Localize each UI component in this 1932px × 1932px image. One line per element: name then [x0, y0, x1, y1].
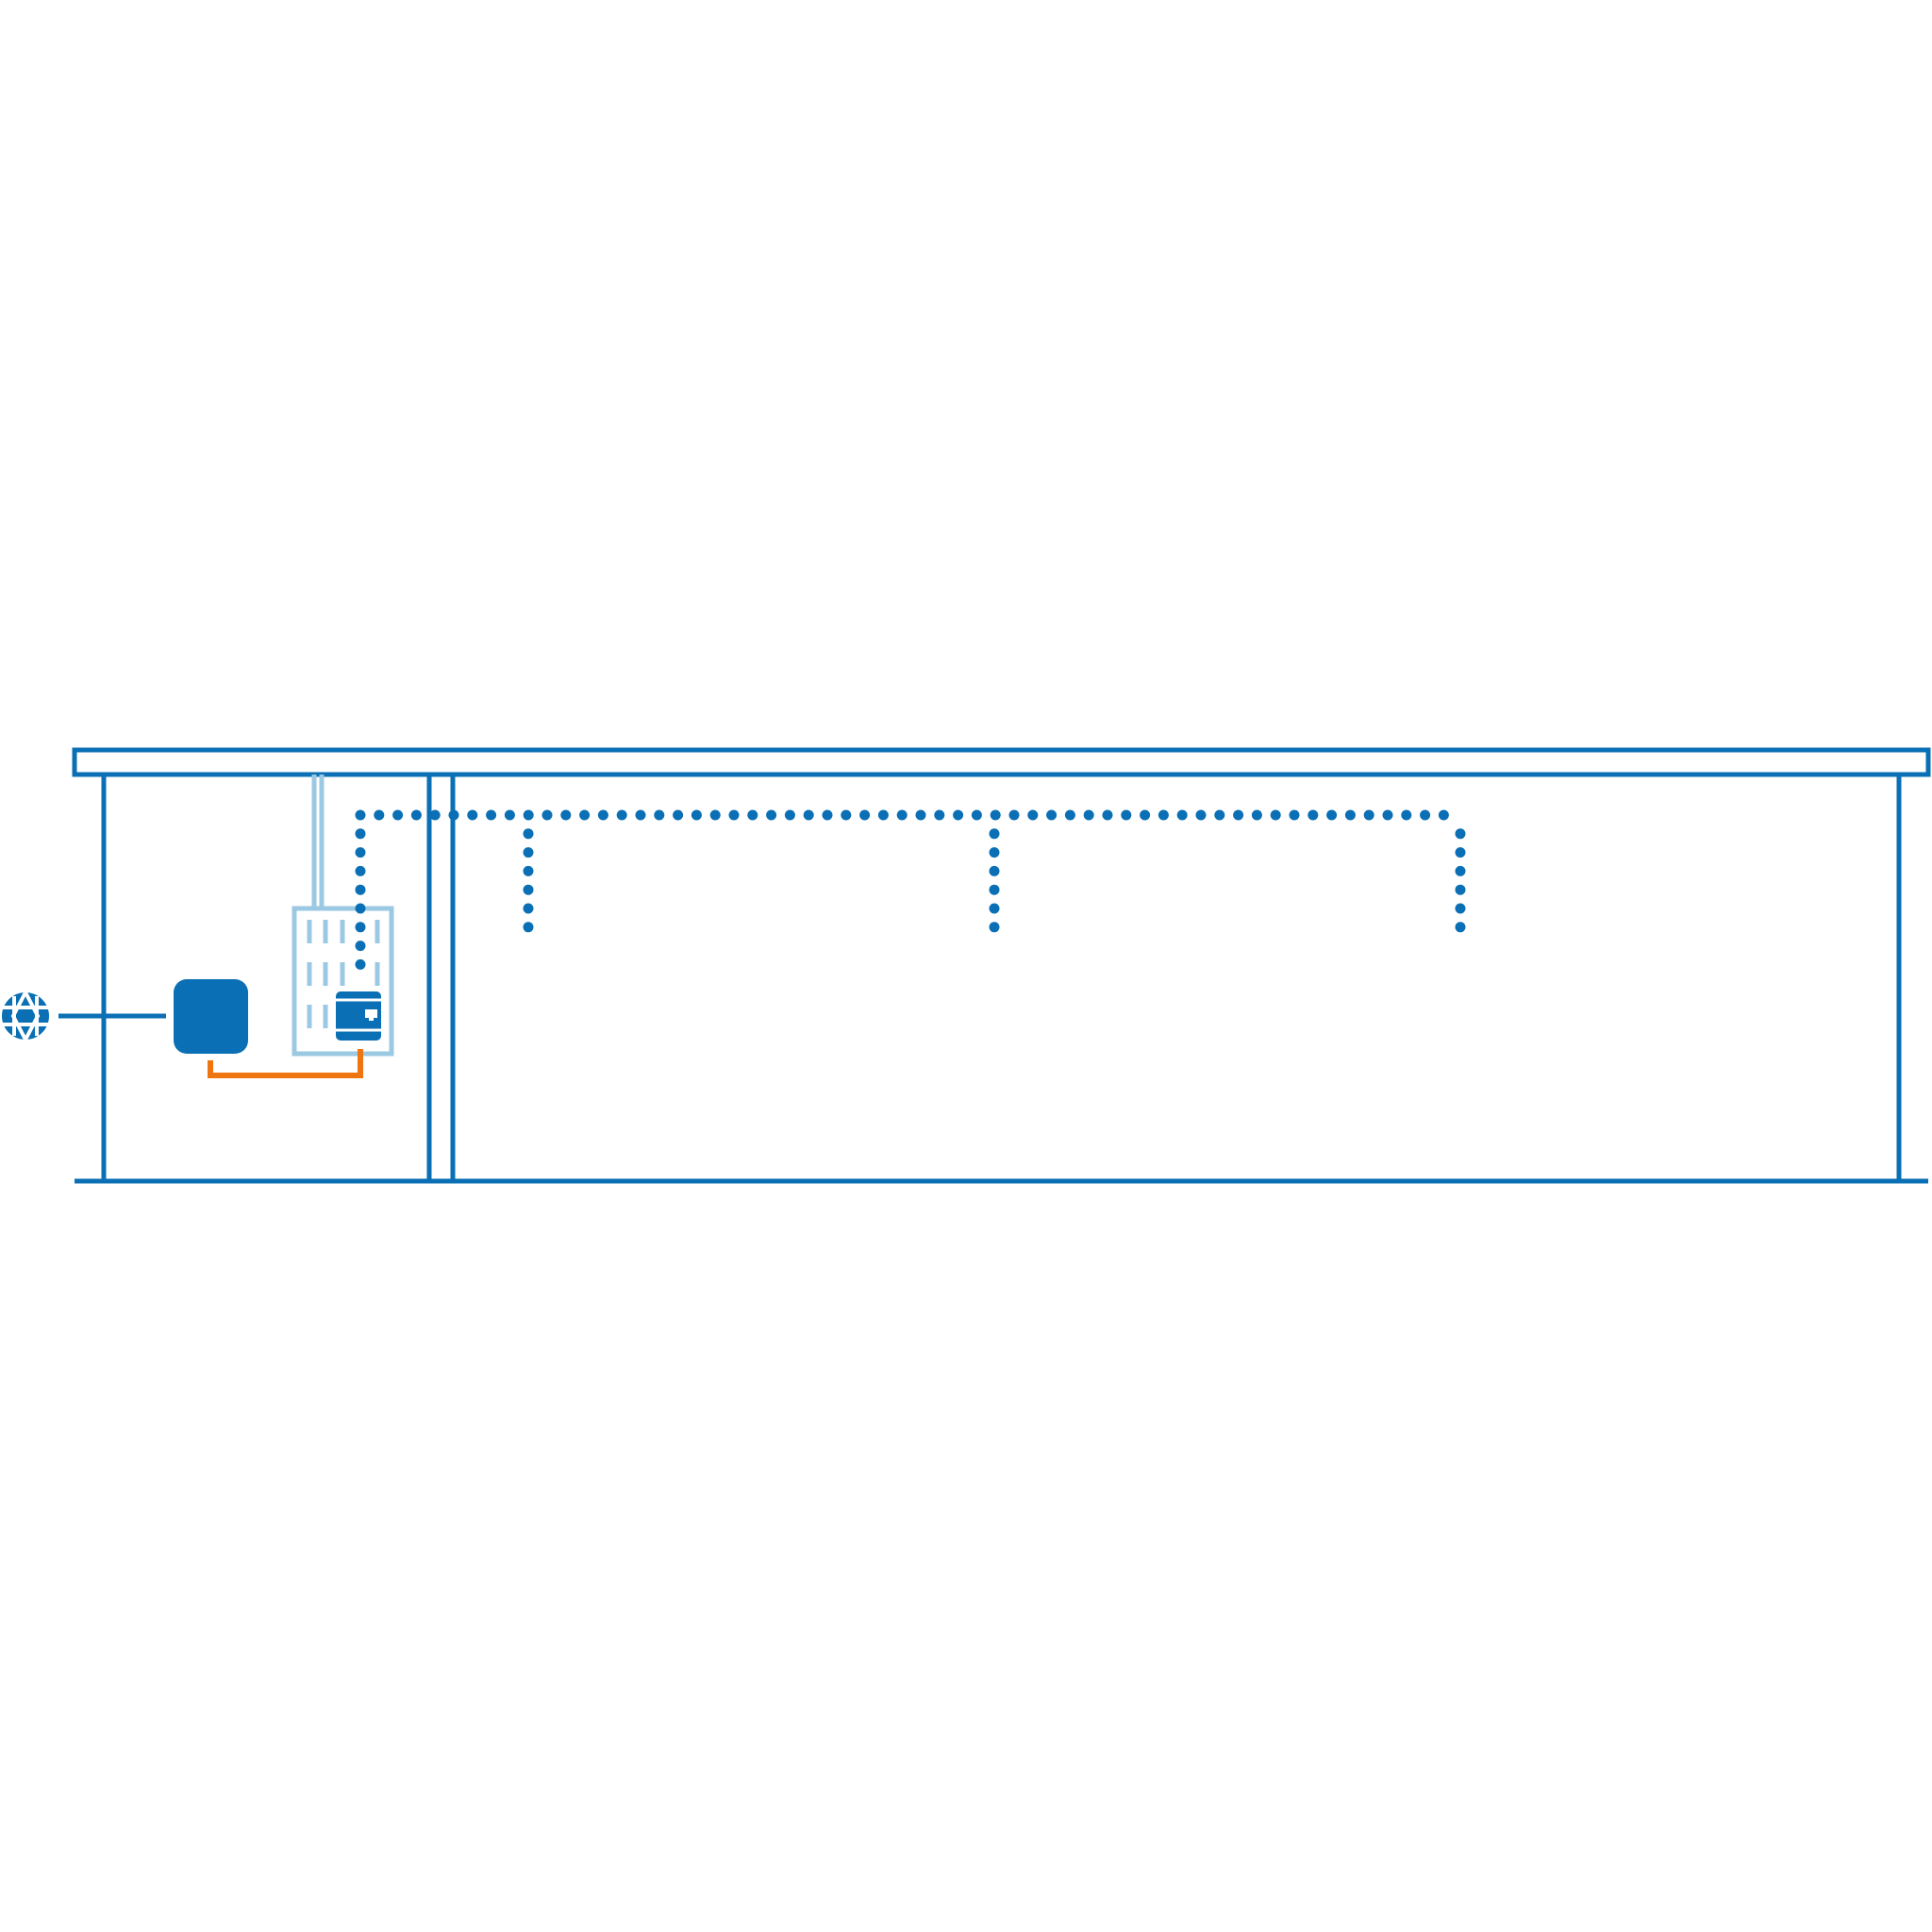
network-dot — [1307, 809, 1319, 821]
network-dot — [822, 809, 833, 821]
network-dot — [766, 809, 777, 821]
network-dot — [579, 809, 591, 821]
building — [72, 747, 1931, 1184]
network-dot — [355, 847, 366, 858]
network-dot — [1455, 828, 1466, 840]
network-module-icon — [336, 991, 381, 1041]
network-dot — [1344, 809, 1356, 821]
data-network-line — [355, 809, 1466, 970]
network-dot — [1455, 865, 1466, 876]
network-dot — [859, 809, 871, 821]
network-dot — [616, 809, 627, 821]
network-dot — [990, 809, 1001, 821]
network-dot — [597, 809, 608, 821]
network-dot — [654, 809, 665, 821]
network-dot — [989, 884, 1000, 895]
network-dot — [953, 809, 964, 821]
network-dot — [560, 809, 572, 821]
network-dot — [448, 809, 459, 821]
network-dot — [989, 922, 1000, 933]
network-dot — [467, 809, 478, 821]
network-dot — [784, 809, 795, 821]
network-dot — [355, 922, 366, 933]
network-dot — [691, 809, 702, 821]
network-dot — [486, 809, 497, 821]
router-icon — [174, 979, 248, 1054]
network-dot — [709, 809, 721, 821]
network-dot — [1027, 809, 1039, 821]
network-dot — [392, 809, 404, 821]
network-dot — [355, 941, 366, 952]
network-dot — [1401, 809, 1412, 821]
distribution-panel-icon — [291, 774, 394, 1057]
network-dot — [896, 809, 908, 821]
network-dot — [355, 865, 366, 876]
network-dot — [1420, 809, 1431, 821]
network-dot — [523, 828, 534, 840]
network-dot — [1158, 809, 1169, 821]
network-dot — [989, 828, 1000, 840]
network-dot — [504, 809, 515, 821]
network-dot — [934, 809, 945, 821]
network-dot — [523, 847, 534, 858]
network-dot — [1064, 809, 1075, 821]
network-dot — [1438, 809, 1449, 821]
network-dot — [747, 809, 758, 821]
network-dot — [1083, 809, 1094, 821]
network-dot — [673, 809, 684, 821]
network-dot — [1251, 809, 1262, 821]
network-dot — [803, 809, 814, 821]
network-dot — [429, 809, 441, 821]
network-dot — [1214, 809, 1225, 821]
network-dot — [1270, 809, 1281, 821]
network-dot — [989, 865, 1000, 876]
network-dot — [523, 884, 534, 895]
network-dot — [1195, 809, 1207, 821]
network-dot — [635, 809, 646, 821]
network-dot — [1455, 884, 1466, 895]
network-dot — [877, 809, 889, 821]
network-dot — [1233, 809, 1244, 821]
network-dot — [1176, 809, 1188, 821]
network-dot — [1046, 809, 1058, 821]
network-dot — [1382, 809, 1393, 821]
network-dot — [410, 809, 422, 821]
network-dot — [1455, 903, 1466, 914]
network-dot — [1140, 809, 1151, 821]
network-dot — [1455, 922, 1466, 933]
globe-icon — [2, 988, 49, 1044]
network-dot — [915, 809, 926, 821]
network-dot — [523, 809, 534, 821]
network-dot — [1102, 809, 1113, 821]
network-dot — [989, 903, 1000, 914]
network-dot — [1008, 809, 1020, 821]
network-dot — [1326, 809, 1338, 821]
network-dot — [971, 809, 982, 821]
power-cable — [208, 1049, 363, 1078]
network-dot — [355, 828, 366, 840]
network-dot — [523, 865, 534, 876]
network-dot — [989, 847, 1000, 858]
network-dot — [523, 922, 534, 933]
network-dot — [841, 809, 852, 821]
network-dot — [355, 958, 366, 970]
roof — [72, 747, 1931, 777]
network-dot — [1363, 809, 1374, 821]
network-dot — [541, 809, 553, 821]
network-dot — [1455, 847, 1466, 858]
network-dot — [355, 884, 366, 895]
network-dot — [728, 809, 740, 821]
network-dot — [355, 903, 366, 914]
network-dot — [374, 809, 385, 821]
network-dot — [355, 809, 366, 821]
network-dot — [1121, 809, 1132, 821]
network-dot — [1289, 809, 1300, 821]
network-dot — [523, 903, 534, 914]
